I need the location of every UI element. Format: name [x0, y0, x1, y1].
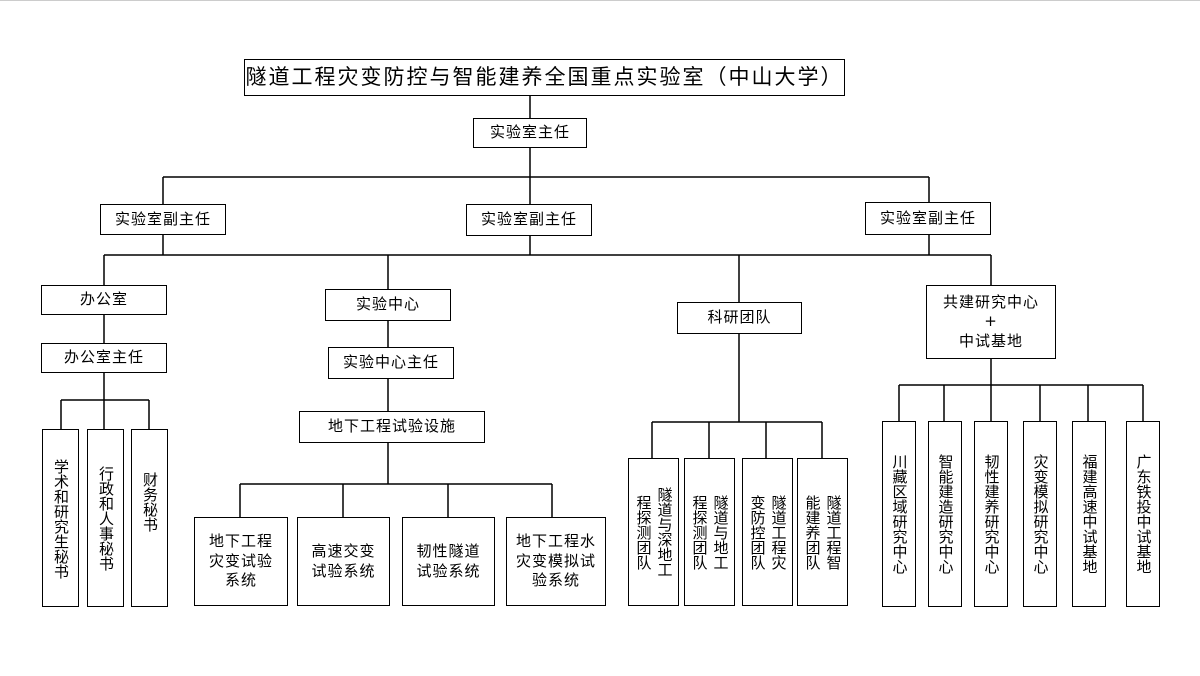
deputy-director-label: 实验室副主任	[480, 210, 577, 229]
office-staff-box: 财务秘书	[131, 429, 168, 607]
office-head-label: 办公室主任	[63, 348, 144, 367]
cobuild-subcenter-box: 智能建造研究中心	[928, 421, 962, 607]
research-subteam-box: 隧道工程智 能建养团队	[797, 458, 848, 606]
office-box: 办公室	[41, 285, 167, 315]
facilities-label: 地下工程试验设施	[327, 417, 456, 436]
test-system-box: 地下工程水 灾变模拟试 验系统	[506, 517, 606, 606]
lab-center-head-box: 实验中心主任	[328, 347, 454, 379]
research-subteam-label: 隧道工程智 能建养团队	[803, 494, 843, 570]
cobuild-subcenter-label: 智能建造研究中心	[936, 454, 955, 574]
deputy-director-box-left: 实验室副主任	[100, 204, 226, 235]
staff-label-finance: 财务秘书	[141, 472, 159, 532]
test-system-label: 地下工程水 灾变模拟试 验系统	[515, 532, 596, 590]
test-system-label: 高速交变 试验系统	[311, 542, 376, 580]
research-subteam-label: 隧道与深地工 程探测团队	[634, 487, 674, 577]
test-system-box: 韧性隧道 试验系统	[402, 517, 495, 606]
research-subteam-label: 隧道与地工 程探测团队	[690, 494, 730, 570]
cobuild-subcenter-box: 韧性建养研究中心	[974, 421, 1008, 607]
test-system-box: 高速交变 试验系统	[297, 517, 390, 606]
deputy-director-label: 实验室副主任	[879, 208, 976, 227]
cobuild-subcenter-box: 灾变模拟研究中心	[1023, 421, 1057, 607]
research-team-label: 科研团队	[707, 308, 772, 327]
test-system-box: 地下工程 灾变试验 系统	[194, 517, 288, 606]
cobuild-center-box: 共建研究中心 + 中试基地	[926, 285, 1056, 359]
research-subteam-label: 隧道工程灾 变防控团队	[748, 494, 788, 570]
director-box: 实验室主任	[473, 118, 587, 148]
deputy-director-box-right: 实验室副主任	[865, 202, 991, 235]
research-team-box: 科研团队	[677, 302, 802, 334]
cobuild-center-label: 共建研究中心 + 中试基地	[942, 292, 1039, 350]
cobuild-subcenter-label: 灾变模拟研究中心	[1031, 454, 1050, 574]
staff-label-admin: 行政和人事秘书	[97, 465, 115, 571]
lab-center-box: 实验中心	[325, 289, 451, 321]
research-subteam-box: 隧道工程灾 变防控团队	[742, 458, 793, 606]
research-subteam-box: 隧道与地工 程探测团队	[684, 458, 735, 606]
office-staff-box: 行政和人事秘书	[87, 429, 124, 607]
research-subteam-box: 隧道与深地工 程探测团队	[628, 458, 679, 606]
facilities-box: 地下工程试验设施	[299, 411, 485, 443]
deputy-director-label: 实验室副主任	[114, 209, 211, 228]
lab-center-head-label: 实验中心主任	[342, 353, 439, 372]
office-head-box: 办公室主任	[41, 343, 167, 373]
lab-center-label: 实验中心	[355, 295, 420, 314]
cobuild-subcenter-label: 川藏区域研究中心	[890, 454, 909, 574]
deputy-director-box-center: 实验室副主任	[466, 204, 592, 236]
test-system-label: 韧性隧道 试验系统	[416, 542, 481, 580]
cobuild-subcenter-label: 韧性建养研究中心	[982, 454, 1001, 574]
staff-label-academic: 学术和研究生秘书	[52, 459, 70, 579]
lab-title: 隧道工程灾变防控与智能建养全国重点实验室（中山大学）	[245, 64, 844, 89]
cobuild-subcenter-box: 福建高速中试基地	[1072, 421, 1106, 607]
test-system-label: 地下工程 灾变试验 系统	[208, 532, 273, 590]
cobuild-subcenter-label: 广东铁投中试基地	[1134, 454, 1153, 574]
office-staff-box: 学术和研究生秘书	[42, 429, 79, 607]
lab-title-box: 隧道工程灾变防控与智能建养全国重点实验室（中山大学）	[244, 59, 845, 96]
office-label: 办公室	[79, 290, 128, 309]
cobuild-subcenter-box: 川藏区域研究中心	[882, 421, 916, 607]
director-label: 实验室主任	[489, 123, 570, 142]
cobuild-subcenter-label: 福建高速中试基地	[1080, 454, 1099, 574]
cobuild-subcenter-box: 广东铁投中试基地	[1126, 421, 1160, 607]
